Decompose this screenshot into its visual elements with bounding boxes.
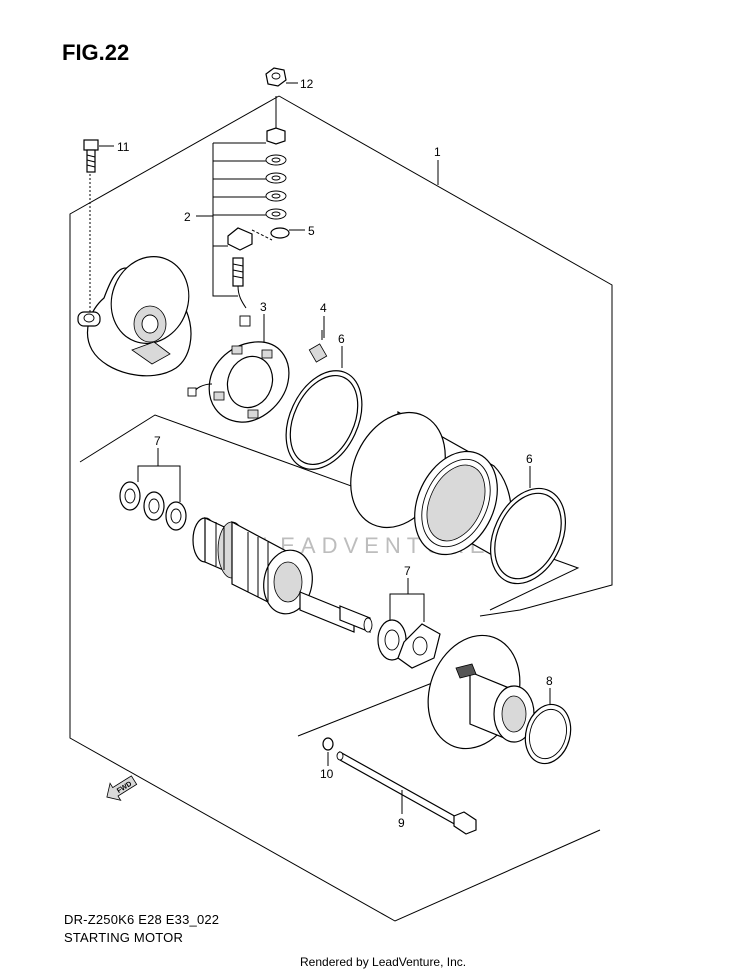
armature: [192, 517, 373, 633]
bracket-7a: [137, 465, 181, 502]
callout-12: 12: [300, 77, 314, 91]
fwd-label: FWD: [116, 781, 133, 795]
callout-1: 1: [434, 145, 441, 159]
callout-7b: 7: [404, 564, 411, 578]
bracket-7b: [389, 593, 425, 622]
diagram-name: STARTING MOTOR: [64, 930, 184, 945]
part-9-through-bolt: [336, 750, 477, 835]
figure-title: FIG.22: [62, 40, 130, 65]
part-7-washers-left: [119, 481, 187, 531]
part-7-washers-right: [377, 619, 441, 669]
rear-housing: [77, 256, 192, 377]
part-6-o-ring-upper: [285, 370, 363, 470]
callout-2: 2: [184, 210, 191, 224]
bracket-2: [212, 143, 238, 297]
part-12-nut: [265, 67, 287, 87]
rendered-credit[interactable]: Rendered by LeadVenture, Inc.: [300, 955, 467, 969]
callout-7a: 7: [154, 434, 161, 448]
assembly-outline-left: [69, 95, 601, 922]
part-10-o-ring: [322, 737, 334, 751]
assembly-outline: [278, 95, 613, 617]
callout-8: 8: [546, 674, 553, 688]
callout-6a: 6: [338, 332, 345, 346]
callout-9: 9: [398, 816, 405, 830]
part-4-brush: [308, 330, 328, 363]
part-2-terminal-set: [227, 127, 287, 327]
diagram-code: DR-Z250K6 E28 E33_022: [64, 912, 220, 927]
callout-6b: 6: [526, 452, 533, 466]
part-3-brush-holder: [187, 341, 290, 423]
fwd-arrow-icon: FWD: [106, 775, 138, 801]
part-8-o-ring: [524, 703, 572, 765]
part-6-o-ring-lower: [490, 487, 566, 585]
part-5-o-ring: [270, 227, 290, 239]
callout-5: 5: [308, 224, 315, 238]
callout-10: 10: [320, 767, 334, 781]
front-housing: [427, 634, 535, 750]
callout-11: 11: [117, 140, 130, 154]
yoke-case: [350, 410, 512, 557]
callout-3: 3: [260, 300, 267, 314]
callout-4: 4: [320, 301, 327, 315]
part-11-bolt: [83, 139, 99, 173]
